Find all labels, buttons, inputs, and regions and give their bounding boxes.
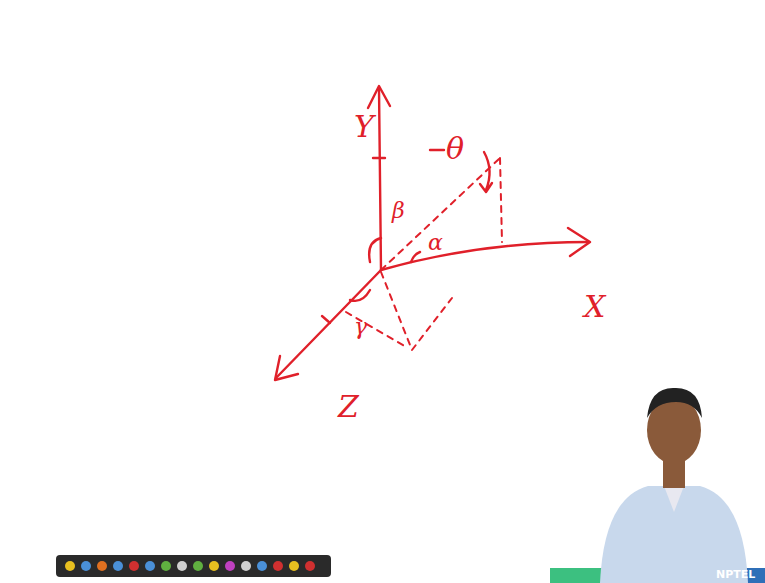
angle-label: θ bbox=[446, 134, 464, 164]
logo-text: NPTEL bbox=[716, 569, 755, 580]
axis-label: X bbox=[584, 292, 605, 322]
angle-label: α bbox=[428, 232, 443, 254]
angle-label: γ bbox=[354, 316, 367, 338]
axis-label: Z bbox=[338, 392, 359, 422]
angle-label: β bbox=[392, 200, 405, 222]
axis-label: Y bbox=[354, 112, 374, 142]
